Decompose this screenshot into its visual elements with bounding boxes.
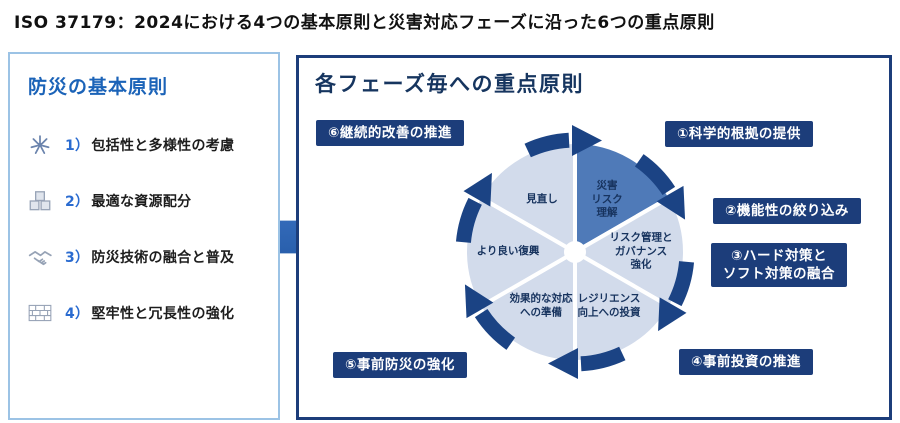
segment-label-review: 見直し: [526, 193, 558, 206]
principle-number: 1）: [65, 138, 90, 154]
page-title: ISO 37179：2024における4つの基本原則と災害対応フェーズに沿った6つ…: [14, 13, 715, 33]
cycle-wheel-svg: [455, 125, 695, 379]
badge-functionality-focus: ②機能性の絞り込み: [713, 198, 861, 225]
principle-label: 堅牢性と冗長性の強化: [91, 306, 235, 322]
segment-label-resilience-investment: レジリエンス 向上への投資: [577, 292, 641, 318]
principle-label: 防災技術の融合と普及: [91, 250, 235, 266]
badge-advance-investment: ④事前投資の推進: [679, 349, 813, 376]
list-item: 4）堅牢性と冗長性の強化: [26, 299, 268, 327]
segment-label-risk-governance: リスク管理と ガバナンス 強化: [609, 231, 673, 271]
phase-principles-heading: 各フェーズ毎への重点原則: [315, 72, 584, 96]
principle-number: 3）: [65, 250, 90, 266]
principle-text: 4）堅牢性と冗長性の強化: [65, 303, 234, 323]
badge-continuous-improvement: ⑥継続的改善の推進: [316, 120, 464, 147]
principle-number: 4）: [65, 306, 90, 322]
phase-principles-panel: 各フェーズ毎への重点原則: [296, 55, 892, 420]
cubes-icon: [26, 187, 54, 215]
segment-label-build-back-better: より良い復興: [476, 245, 540, 258]
principle-number: 2）: [65, 194, 90, 210]
cycle-arrows: [455, 125, 695, 379]
wheel-hub: [564, 241, 586, 263]
principle-text: 1）包括性と多様性の考慮: [65, 135, 234, 155]
list-item: 1）包括性と多様性の考慮: [26, 131, 268, 159]
badge-hard-soft-integration: ③ハード対策と ソフト対策の融合: [711, 243, 847, 288]
badge-pre-disaster-strengthening: ⑤事前防災の強化: [333, 352, 467, 379]
brick-wall-icon: [26, 299, 54, 327]
list-item: 2）最適な資源配分: [26, 187, 268, 215]
phase-cycle-diagram: 災害 リスク 理解 リスク管理と ガバナンス 強化 レジリエンス 向上への投資 …: [445, 122, 705, 382]
principle-label: 包括性と多様性の考慮: [91, 138, 235, 154]
basic-principles-heading: 防災の基本原則: [28, 76, 169, 98]
people-network-icon: [26, 131, 54, 159]
badge-scientific-evidence: ①科学的根拠の提供: [665, 121, 813, 148]
principle-text: 3）防災技術の融合と普及: [65, 247, 234, 267]
handshake-icon: [26, 243, 54, 271]
list-item: 3）防災技術の融合と普及: [26, 243, 268, 271]
principle-label: 最適な資源配分: [91, 194, 192, 210]
basic-principles-panel: 防災の基本原則 1）包括性と多様性の考慮 2）最適な資源: [8, 52, 280, 420]
principle-text: 2）最適な資源配分: [65, 191, 191, 211]
segment-label-disaster-risk: 災害 リスク 理解: [591, 179, 623, 219]
segment-label-effective-response: 効果的な対応 への準備: [509, 292, 573, 318]
